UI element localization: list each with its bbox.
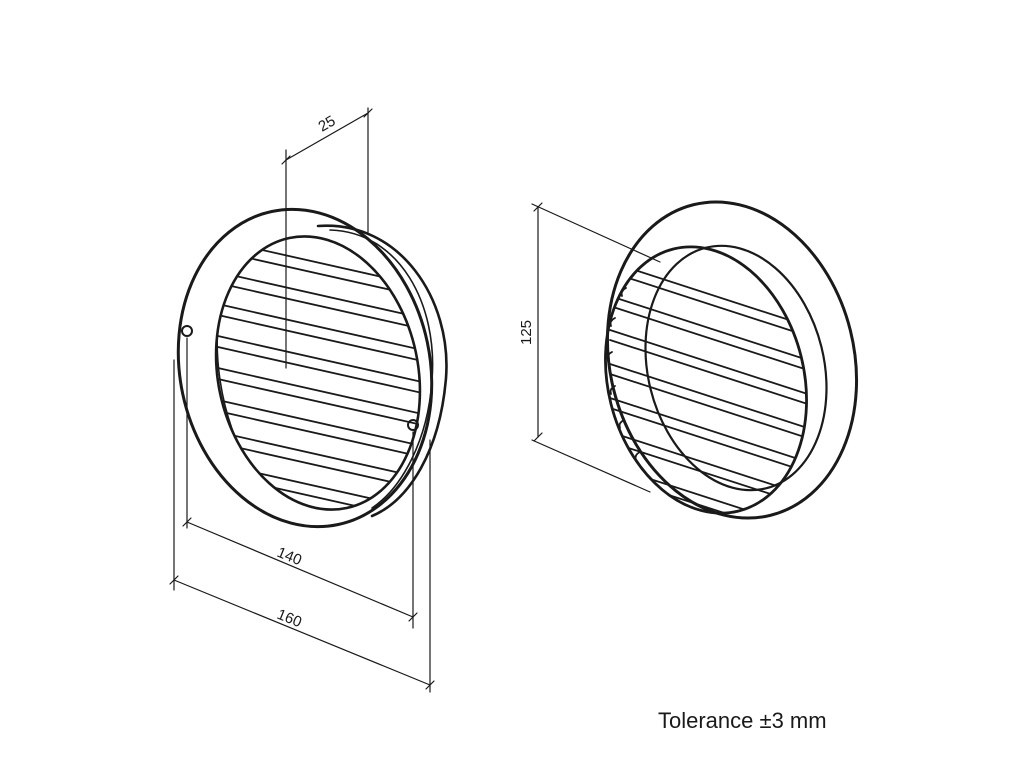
duct-diameter-label: 125 [518,320,535,345]
left-screw-hole-2 [407,419,419,431]
right-outer-flange [605,200,859,520]
right-vent [604,200,859,535]
right-flange-lip [644,244,828,492]
right-dimension [531,202,661,493]
tolerance-note: Tolerance ±3 mm [658,708,827,733]
left-outer-flange [176,207,434,529]
left-dimensions [169,107,435,693]
left-rear-collar [316,224,448,518]
right-collar-ring [604,245,808,515]
left-screw-hole-1 [181,325,193,337]
outer-diameter-label: 160 [275,606,305,631]
left-inner-opening [214,235,422,511]
right-slat-ends [606,287,641,461]
left-vent [176,207,448,529]
right-grille-slats [609,261,821,535]
inner-diameter-label: 140 [275,544,305,569]
depth-dimension-label: 25 [316,112,339,135]
